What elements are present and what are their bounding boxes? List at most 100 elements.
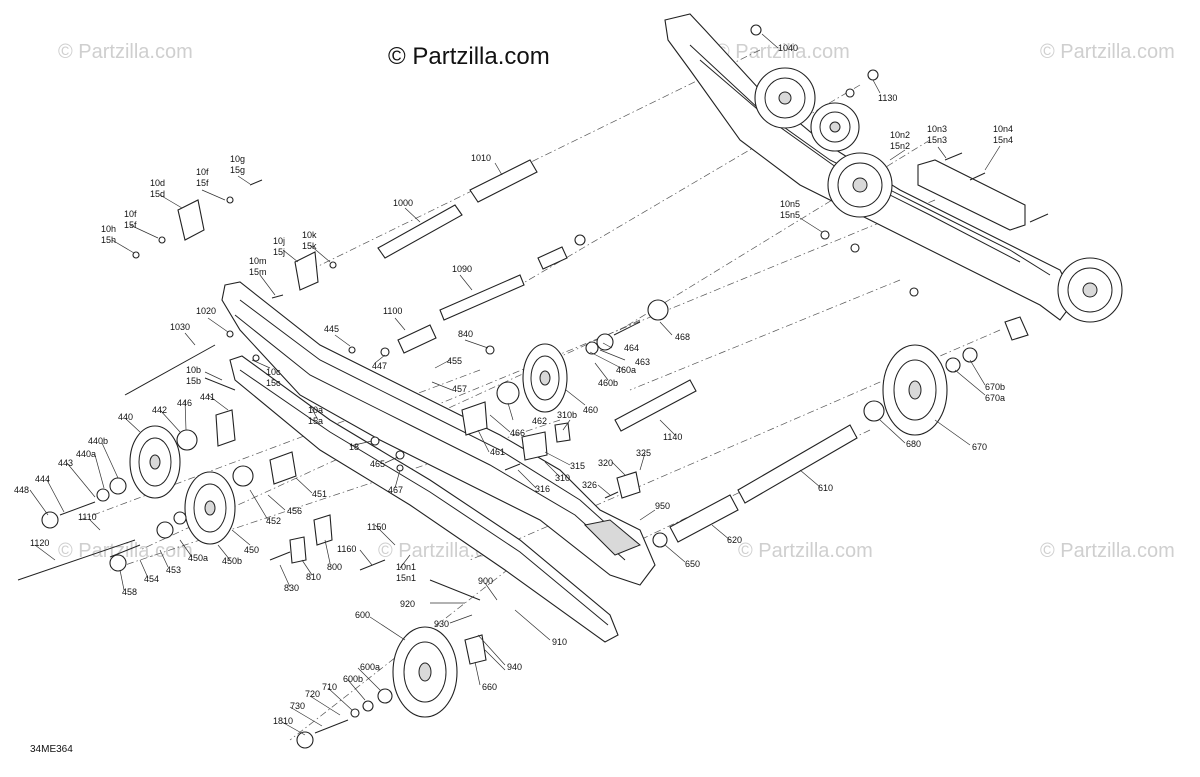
callout-10h: 10h <box>101 224 116 234</box>
watermark-text: © Partzilla.com <box>1040 41 1175 63</box>
callout-10b: 10b <box>186 365 201 375</box>
callout-458: 458 <box>122 587 137 597</box>
callout-441: 441 <box>200 392 215 402</box>
callout-326: 326 <box>582 480 597 490</box>
callout-461: 461 <box>490 447 505 457</box>
callout-464: 464 <box>624 343 639 353</box>
callout-467: 467 <box>388 485 403 495</box>
callout-440a: 440a <box>76 449 96 459</box>
callout-15m: 15m <box>249 267 267 277</box>
callout-446: 446 <box>177 398 192 408</box>
callout-447: 447 <box>372 361 387 371</box>
callout-462: 462 <box>532 416 547 426</box>
callout-463: 463 <box>635 357 650 367</box>
callout-10k: 10k <box>302 230 317 240</box>
callout-15j: 15j <box>273 247 285 257</box>
callout-315: 315 <box>570 461 585 471</box>
diagram-code: 34ME364 <box>30 744 73 755</box>
callout-460a: 460a <box>616 365 636 375</box>
watermark-text: © Partzilla.com <box>715 41 850 63</box>
callout-445: 445 <box>324 324 339 334</box>
brand-title: © Partzilla.com <box>388 43 550 70</box>
watermark-text: © Partzilla.com <box>1040 540 1175 562</box>
callout-443: 443 <box>58 458 73 468</box>
callout-10n2: 10n2 <box>890 130 910 140</box>
callout-840: 840 <box>458 329 473 339</box>
callout-15n3: 15n3 <box>927 135 947 145</box>
watermark-text: © Partzilla.com <box>738 540 873 562</box>
callout-920: 920 <box>400 599 415 609</box>
callout-10n5: 10n5 <box>780 199 800 209</box>
callout-451: 451 <box>312 489 327 499</box>
callout-452: 452 <box>266 516 281 526</box>
callout-1130: 1130 <box>878 93 897 103</box>
callout-15n4: 15n4 <box>993 135 1013 145</box>
callout-15d: 15d <box>150 189 165 199</box>
callout-660: 660 <box>482 682 497 692</box>
callout-730: 730 <box>290 701 305 711</box>
callout-930: 930 <box>434 619 449 629</box>
callout-15c: 15c <box>266 378 281 388</box>
callout-600a: 600a <box>360 662 380 672</box>
callout-1040: 1040 <box>778 43 798 53</box>
callout-18: 18 <box>349 442 359 452</box>
callout-15n5: 15n5 <box>780 210 800 220</box>
callout-450: 450 <box>244 545 259 555</box>
front-wheel-450 <box>184 471 236 545</box>
upper-rear-wheel-1 <box>754 67 816 129</box>
callout-310b: 310b <box>557 410 577 420</box>
callout-labels: 1040 1130 10n2 15n2 10n3 15n3 10n4 15n4 … <box>14 43 1013 726</box>
lower-wheel-600 <box>392 626 458 718</box>
watermark-text: © Partzilla.com <box>58 41 193 63</box>
callout-325: 325 <box>636 448 651 458</box>
callout-1020: 1020 <box>196 306 216 316</box>
callout-10a: 10a <box>308 405 323 415</box>
callout-1150: 1150 <box>367 522 386 532</box>
leader-lines <box>29 33 1001 736</box>
callout-440b: 440b <box>88 436 108 446</box>
callout-460b: 460b <box>598 378 618 388</box>
callout-1010: 1010 <box>471 153 491 163</box>
callout-720: 720 <box>305 689 320 699</box>
callout-600b: 600b <box>343 674 363 684</box>
callout-620: 620 <box>727 535 742 545</box>
callout-670b: 670b <box>985 382 1005 392</box>
callout-310: 310 <box>555 473 570 483</box>
callout-10n1: 10n1 <box>396 562 416 572</box>
callout-600: 600 <box>355 610 370 620</box>
callout-15n2: 15n2 <box>890 141 910 151</box>
callout-15h: 15h <box>101 235 116 245</box>
upper-rear-wheel-3 <box>827 152 893 218</box>
upper-rear-wheel-4 <box>1057 257 1123 323</box>
callout-830: 830 <box>284 583 299 593</box>
callout-15k: 15k <box>302 241 317 251</box>
callout-910: 910 <box>552 637 567 647</box>
callout-15f: 15f <box>196 178 209 188</box>
callout-10j: 10j <box>273 236 285 246</box>
callout-810: 810 <box>306 572 321 582</box>
callout-15b: 15b <box>186 376 201 386</box>
callout-1110: 1110 <box>78 512 97 522</box>
axles <box>17 159 858 601</box>
callout-670a: 670a <box>985 393 1005 403</box>
front-wheel-440 <box>129 425 181 499</box>
callout-466: 466 <box>510 428 525 438</box>
callout-1090: 1090 <box>452 264 472 274</box>
callout-800: 800 <box>327 562 342 572</box>
callout-1160: 1160 <box>337 544 356 554</box>
callout-1120: 1120 <box>30 538 49 548</box>
upper-rear-wheel-2 <box>810 102 860 152</box>
callout-448: 448 <box>14 485 29 495</box>
callout-444: 444 <box>35 474 50 484</box>
callout-710: 710 <box>322 682 337 692</box>
callout-10m: 10m <box>249 256 267 266</box>
callout-442: 442 <box>152 405 167 415</box>
callout-15g: 15g <box>230 165 245 175</box>
callout-457: 457 <box>452 384 467 394</box>
callout-10c: 10c <box>266 367 281 377</box>
callout-316: 316 <box>535 484 550 494</box>
callout-680: 680 <box>906 439 921 449</box>
callout-453: 453 <box>166 565 181 575</box>
adjuster-bracket <box>917 159 1026 231</box>
callout-1140: 1140 <box>663 432 682 442</box>
